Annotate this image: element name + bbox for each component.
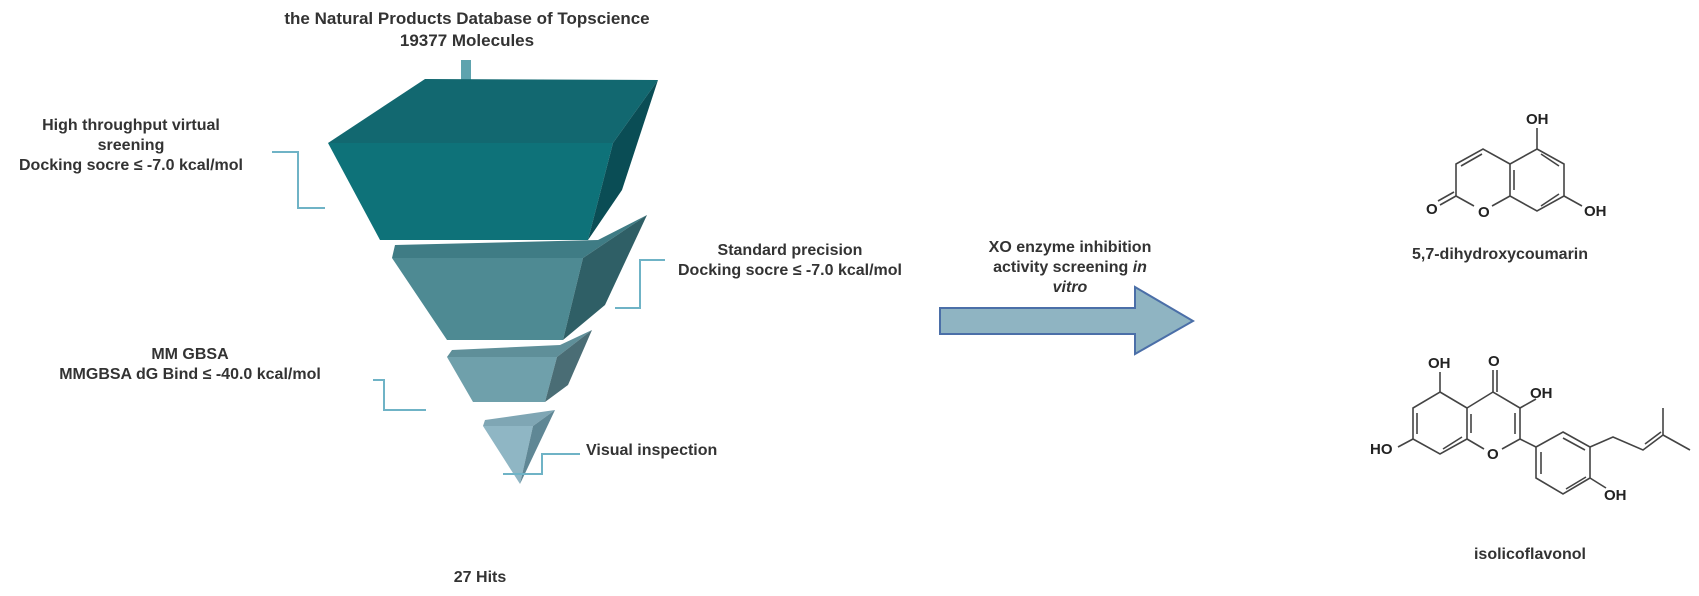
stage-text: Standard precision (717, 242, 863, 259)
stage-label-visual: Visual inspection (586, 442, 718, 459)
coumarin-structure (1437, 128, 1583, 212)
assay-text: activity screening (993, 259, 1133, 276)
atom-label: O (1487, 446, 1499, 463)
atom-label: OH (1530, 385, 1553, 402)
atom-label: HO (1370, 441, 1393, 458)
stage-text: MM GBSA (151, 346, 229, 363)
title-line: the Natural Products Database of Topscie… (284, 9, 650, 28)
compound-name-isolicoflavonol: isolicoflavonol (1473, 546, 1586, 563)
stage-label-sp: Standard precision Docking socre ≤ -7.0 … (670, 241, 910, 281)
atom-label: O (1478, 204, 1490, 221)
stage-text: MMGBSA dG Bind ≤ -40.0 kcal/mol (59, 366, 321, 383)
stage-text: Docking socre ≤ -7.0 kcal/mol (678, 262, 902, 279)
funnel-layer-2 (392, 215, 647, 340)
assay-text: XO enzyme inhibition (988, 239, 1152, 256)
funnel-layer-4 (483, 410, 555, 484)
stage-label-htvs: High throughput virtual sreening Docking… (0, 116, 262, 176)
result-hits: 27 Hits (453, 569, 507, 586)
atom-label: O (1488, 353, 1500, 370)
assay-text-italic: in (1132, 259, 1147, 276)
stage-text: sreening (97, 137, 165, 154)
assay-arrow-icon (939, 285, 1195, 356)
stage-text: High throughput virtual (42, 117, 220, 134)
isolicoflavonol-structure (1397, 370, 1691, 495)
atom-label: OH (1604, 487, 1627, 504)
page-title: the Natural Products Database of Topscie… (267, 8, 667, 52)
atom-label: O (1426, 201, 1438, 218)
stage-brackets (272, 151, 665, 475)
stage-text: Docking socre ≤ -7.0 kcal/mol (19, 157, 243, 174)
funnel-layer-1 (328, 79, 658, 240)
compound-name-coumarin: 5,7-dihydroxycoumarin (1411, 246, 1589, 263)
assay-label: XO enzyme inhibition activity screening … (920, 238, 1220, 298)
atom-label: OH (1526, 111, 1549, 128)
stage-label-mmgbsa: MM GBSA MMGBSA dG Bind ≤ -40.0 kcal/mol (20, 345, 360, 385)
funnel-layer-3 (447, 330, 592, 402)
assay-text-italic: vitro (1052, 279, 1088, 296)
atom-label: OH (1584, 203, 1607, 220)
molecule-count: 19377 Molecules (399, 31, 535, 50)
atom-label: OH (1428, 355, 1451, 372)
